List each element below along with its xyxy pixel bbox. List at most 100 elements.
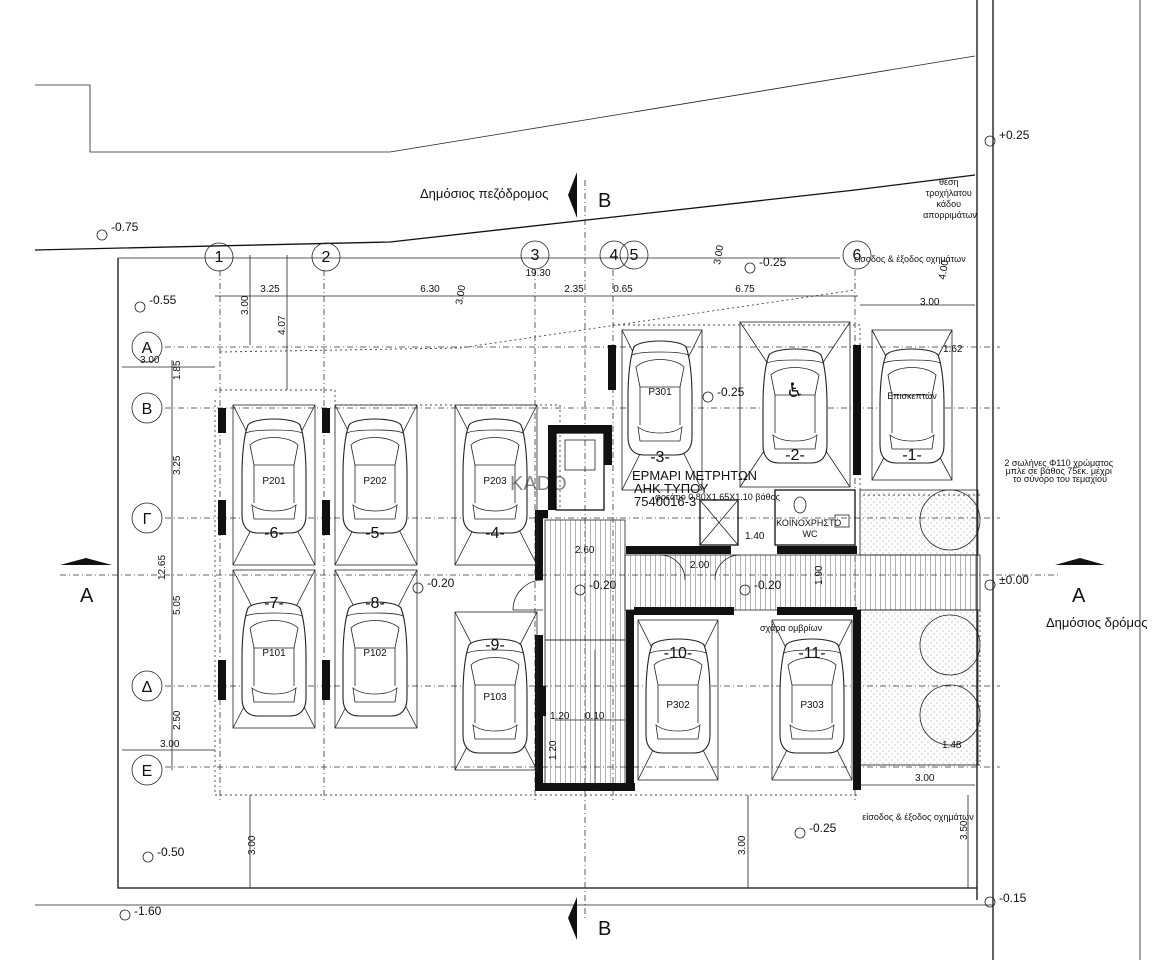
level-value: -0.20 xyxy=(589,578,617,592)
car-icon xyxy=(241,601,307,717)
grid-row-label: A xyxy=(142,340,153,357)
svg-text:3.00: 3.00 xyxy=(737,835,748,855)
svg-text:2.50: 2.50 xyxy=(172,710,183,730)
parking-number: -3- xyxy=(650,449,670,466)
svg-text:12.65: 12.65 xyxy=(157,555,168,580)
level-marker-icon xyxy=(574,584,586,596)
level-value: ±0.00 xyxy=(999,573,1029,587)
parking-number: -4- xyxy=(485,525,505,542)
level-value: -0.75 xyxy=(111,220,139,234)
parking-code: P102 xyxy=(363,648,387,659)
svg-text:0.10: 0.10 xyxy=(585,711,605,722)
parking-number: -11- xyxy=(798,645,825,662)
parking-number: -6- xyxy=(264,525,284,542)
grate-label: σχάρα ομβρίων xyxy=(760,623,823,633)
grid-column-label: 6 xyxy=(853,247,862,264)
parking-number: -10- xyxy=(664,645,692,662)
level-marker-icon xyxy=(794,827,806,839)
svg-text:2.00: 2.00 xyxy=(690,560,710,571)
parking-number: -2- xyxy=(785,447,805,464)
svg-text:3.00: 3.00 xyxy=(140,355,160,366)
svg-text:1.48: 1.48 xyxy=(942,740,962,751)
level-marker-icon xyxy=(119,909,131,921)
parking-code: P202 xyxy=(363,476,387,487)
grid-column-label: 3 xyxy=(531,247,540,264)
trees xyxy=(919,489,981,746)
section-label: B xyxy=(598,918,611,940)
level-marker-icon xyxy=(984,896,996,908)
public-road-label: Δημόσιος δρόμος xyxy=(1046,615,1148,630)
level-marker-icon xyxy=(702,391,714,403)
pipes-note: 2 σωλήνες Φ110 χρώματος μπλε σε βάθος 75… xyxy=(1004,458,1115,484)
grid-row-label: E xyxy=(142,763,153,780)
grid-row-label: Δ xyxy=(142,679,153,696)
section-markers: A A B B xyxy=(60,172,1105,940)
level-value: -0.25 xyxy=(809,821,837,835)
section-label: A xyxy=(80,585,94,607)
pedestrian-street-label: Δημόσιος πεζόδρομος xyxy=(420,186,548,201)
parking-code: P201 xyxy=(262,476,286,487)
vehicle-access-label: είσοδος & έξοδος οχημάτων xyxy=(862,812,974,822)
svg-text:4.00: 4.00 xyxy=(937,259,951,281)
svg-text:3.00: 3.00 xyxy=(240,295,251,315)
svg-text:1.85: 1.85 xyxy=(172,360,183,380)
level-marker-icon xyxy=(744,262,756,274)
level-marker-icon xyxy=(739,584,751,596)
parking-code: P103 xyxy=(483,692,507,703)
tree-icon xyxy=(919,489,981,551)
level-marker-icon xyxy=(984,135,996,147)
grid-column-label: 4 xyxy=(610,247,619,264)
grid-row-label: B xyxy=(142,401,153,418)
dimension-values: 19.30 3.25 6.30 2.35 0.65 6.75 3.00 1.85… xyxy=(140,244,970,855)
svg-text:0.65: 0.65 xyxy=(613,284,633,295)
watermark: KADO xyxy=(510,473,567,495)
level-value: -0.15 xyxy=(999,891,1027,905)
parking-code: P301 xyxy=(648,387,672,398)
grid-column-label: 1 xyxy=(215,249,224,266)
car-icon xyxy=(627,340,693,456)
level-value: -0.25 xyxy=(759,255,787,269)
parking-number: -5- xyxy=(365,525,385,542)
svg-text:1.40: 1.40 xyxy=(745,531,765,542)
svg-text:3.00: 3.00 xyxy=(712,244,726,266)
svg-text:1.20: 1.20 xyxy=(548,740,559,760)
section-label: B xyxy=(598,190,611,212)
section-arrow-icon xyxy=(568,897,577,940)
circulation-ramp xyxy=(544,489,981,791)
section-arrow-icon xyxy=(568,172,577,218)
level-marker-icon xyxy=(134,301,146,313)
level-markers: +0.25 -0.75 -0.55 -0.25 -0.25 -0.20 -0.2… xyxy=(96,128,1030,921)
grid-row-bubbles: A B Γ Δ E xyxy=(131,331,163,786)
parking-code: Επισκεπτών xyxy=(887,391,937,401)
svg-text:3.25: 3.25 xyxy=(260,284,280,295)
svg-text:3.00: 3.00 xyxy=(915,773,935,784)
site-boundaries xyxy=(34,0,1141,960)
dimension-lines xyxy=(122,255,975,888)
svg-text:2.60: 2.60 xyxy=(575,545,595,556)
level-marker-icon xyxy=(984,579,996,591)
grid-column-label: 2 xyxy=(322,249,331,266)
level-marker-icon xyxy=(412,582,424,594)
parking-number: -8- xyxy=(365,595,385,612)
level-value: -0.25 xyxy=(717,385,745,399)
parking-number: -9- xyxy=(485,637,505,654)
level-value: +0.25 xyxy=(999,128,1030,142)
parking-code: P101 xyxy=(262,648,286,659)
parking-code: P203 xyxy=(483,476,507,487)
grid-column-label: 5 xyxy=(630,247,639,264)
section-arrow-icon xyxy=(1055,558,1105,565)
tree-icon xyxy=(919,684,981,746)
parking-labels: P201 -6- P202 -5- P203 -4- -7- P101 -8- … xyxy=(262,380,937,711)
walls xyxy=(218,345,861,791)
tree-icon xyxy=(919,614,981,676)
level-marker-icon xyxy=(96,229,108,241)
grid-row-label: Γ xyxy=(143,511,152,528)
car-icon xyxy=(879,348,945,464)
service-rooms xyxy=(512,432,856,785)
svg-text:4.07: 4.07 xyxy=(277,315,288,335)
level-value: -1.60 xyxy=(134,904,162,918)
level-marker-icon xyxy=(142,851,154,863)
parking-number: -1- xyxy=(902,447,922,464)
level-value: -0.50 xyxy=(157,845,185,859)
